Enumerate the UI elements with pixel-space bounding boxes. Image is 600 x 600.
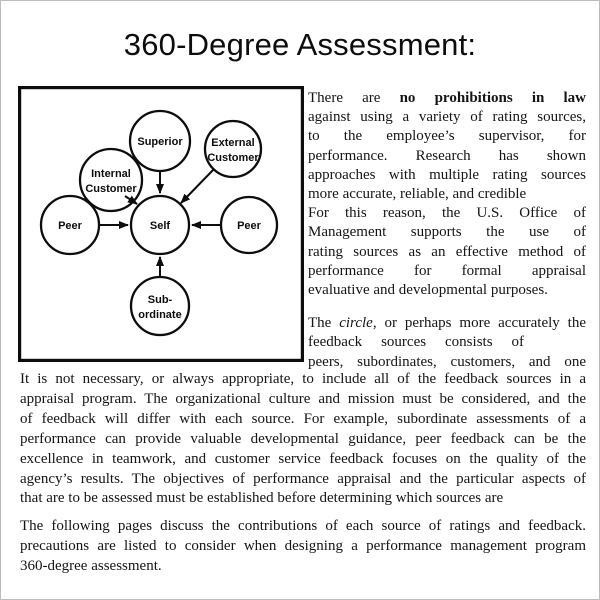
paragraph-line: performance can provide valuable develop… <box>20 430 586 447</box>
paragraph-line: 360-degree assessment. <box>20 557 162 574</box>
paragraph-line: feedback sources consists of <box>308 334 524 351</box>
external-customer-label-line2: Customer <box>207 152 259 164</box>
paragraph-line: performance. Research has shown <box>308 147 586 164</box>
internal-customer-label-line2: Customer <box>85 183 137 195</box>
paragraph-line: to the employee’s supervisor, for <box>308 128 586 145</box>
paragraph-line: precautions are listed to consider when … <box>20 537 586 554</box>
node-self: Self <box>129 194 191 256</box>
paragraph-line: peers, subordinates, customers, and one <box>308 353 586 370</box>
right-text-column: There are no prohibitions in law against… <box>308 89 586 386</box>
node-external-customer: External Customer <box>203 119 263 179</box>
subordinate-label-line1: Sub- <box>148 294 173 306</box>
paragraph-line: It is not necessary, or always appropria… <box>20 371 586 387</box>
paragraph-line: Management supports the use of <box>308 224 586 241</box>
peer-left-label: Peer <box>58 220 83 232</box>
self-circle <box>129 194 191 256</box>
paragraph-line: performance for formal appraisal <box>308 262 586 279</box>
paragraph-line: that are to be assessed must be establis… <box>20 490 504 507</box>
superior-label: Superior <box>137 136 183 148</box>
bold-phrase: no prohibitions in law <box>399 90 586 106</box>
subordinate-label-line2: ordinate <box>138 309 181 321</box>
internal-customer-circle <box>78 147 144 213</box>
line-text: There are <box>308 90 400 106</box>
paragraph-line: agency’s results. The objectives of perf… <box>20 470 586 487</box>
paragraph-line: excellence in teamwork, and customer ser… <box>20 450 586 467</box>
peer-right-circle <box>219 195 279 255</box>
arrow-internal-customer-to-self <box>124 195 138 205</box>
external-customer-label-line1: External <box>211 137 254 149</box>
paragraph-circle-sources: The circle, or perhaps more accurately t… <box>308 314 586 372</box>
node-subordinate: Sub- ordinate <box>129 275 191 337</box>
feedback-sources-diagram: Superior External Customer Internal Cust… <box>18 86 304 362</box>
paragraph-feedback-sources: It is not necessary, or always appropria… <box>20 370 586 509</box>
paragraph-line: of feedback will differ with each source… <box>20 410 586 427</box>
self-label: Self <box>150 220 171 232</box>
subordinate-circle <box>129 275 191 337</box>
paragraph-line: more accurate, reliable, and credible <box>308 186 527 203</box>
paragraph-prohibitions: There are no prohibitions in law against… <box>308 89 586 300</box>
paragraph-line: approaches with multiple rating sources <box>308 166 586 183</box>
node-peer-right: Peer <box>219 195 279 255</box>
paragraph-line: evaluative and developmental purposes. <box>308 282 548 299</box>
arrow-external-customer-to-self <box>180 168 215 204</box>
internal-customer-label-line1: Internal <box>91 168 131 180</box>
line-text: , or perhaps more accurately the <box>372 315 586 332</box>
peer-left-circle <box>39 194 101 256</box>
node-internal-customer: Internal Customer <box>78 147 144 213</box>
paragraph-line: against using a variety of rating source… <box>308 109 586 126</box>
node-peer-left: Peer <box>39 194 101 256</box>
paragraph-following-pages: The following pages discuss the contribu… <box>20 517 586 577</box>
paragraph-line: For this reason, the U.S. Office of <box>308 205 586 222</box>
node-superior: Superior <box>128 109 192 173</box>
peer-right-label: Peer <box>237 220 262 232</box>
paragraph-line: The circle, or perhaps more accurately t… <box>308 314 586 333</box>
superior-circle <box>128 109 192 173</box>
line-text: The <box>308 315 340 332</box>
italic-word: circle <box>339 315 373 332</box>
external-customer-circle <box>203 119 263 179</box>
paragraph-line: There are no prohibitions in law <box>308 89 586 108</box>
paragraph-line: The following pages discuss the contribu… <box>20 518 586 534</box>
page-title: 360-Degree Assessment: <box>123 27 477 62</box>
paragraph-line: appraisal program. The organizational cu… <box>20 390 586 407</box>
paragraph-line: rating sources as an effective method of <box>308 243 586 260</box>
